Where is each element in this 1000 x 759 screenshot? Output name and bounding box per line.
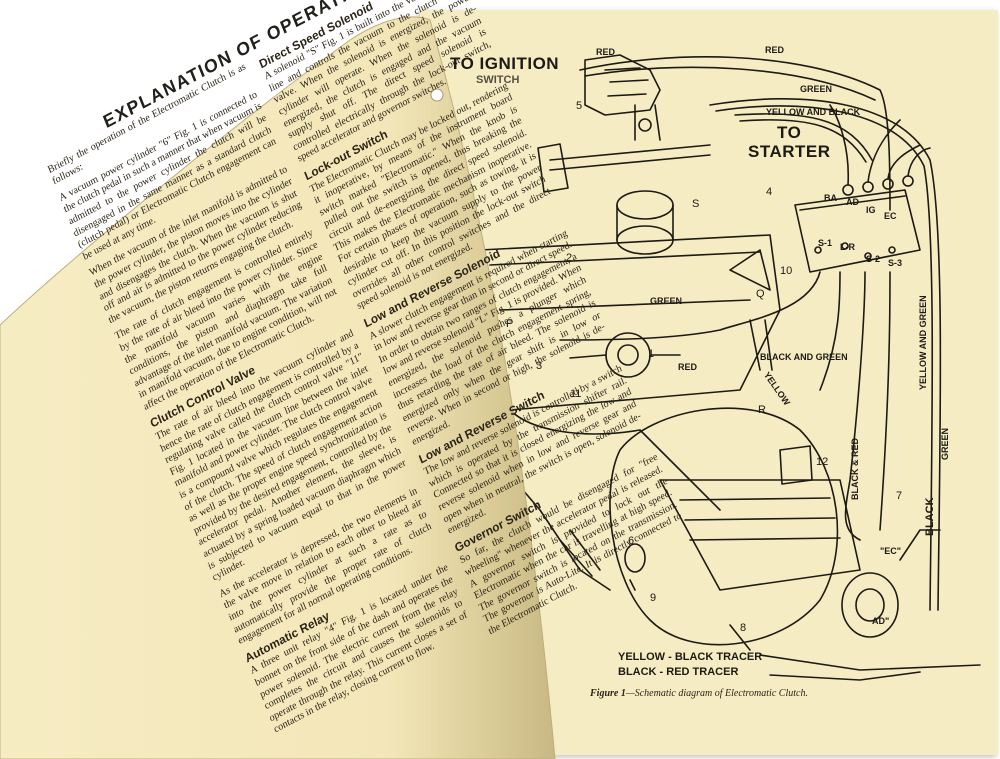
wire-label-black: BLACK bbox=[924, 497, 936, 537]
schematic-diagram bbox=[479, 54, 981, 681]
tracer-yellow-black: YELLOW - BLACK TRACER bbox=[618, 651, 763, 663]
wire-label-red-mid: RED bbox=[678, 362, 698, 372]
wire-label-black-green: BLACK AND GREEN bbox=[760, 352, 848, 362]
terminal-s2: S-2 bbox=[866, 254, 881, 264]
callout-12: 12 bbox=[816, 456, 829, 468]
callout-1: 1 bbox=[648, 348, 655, 360]
callout-r: R bbox=[758, 404, 766, 416]
ignition-switch-label: SWITCH bbox=[476, 74, 520, 86]
to-starter-label: TO bbox=[777, 123, 802, 142]
caption-figure-number: Figure 1 bbox=[590, 688, 626, 699]
callout-6: 6 bbox=[628, 535, 635, 547]
wire-label-yellow-green: YELLOW AND GREEN bbox=[918, 295, 928, 390]
terminal-s1: S-1 bbox=[818, 238, 833, 248]
callout-10: 10 bbox=[780, 265, 793, 277]
starter-label: STARTER bbox=[748, 142, 831, 161]
callout-8: 8 bbox=[740, 622, 747, 634]
wire-label-red-2: RED bbox=[765, 45, 785, 55]
terminal-ec: EC bbox=[884, 211, 897, 221]
callout-7: 7 bbox=[896, 490, 903, 502]
callout-9: 9 bbox=[650, 592, 657, 604]
callout-p: P bbox=[506, 318, 514, 330]
figure-caption: Figure 1—Schematic diagram of Electromat… bbox=[590, 688, 890, 699]
callout-2: 2 bbox=[566, 252, 573, 264]
caption-text: —Schematic diagram of Electromatic Clutc… bbox=[625, 688, 808, 699]
wire-label-green-right: GREEN bbox=[940, 427, 950, 460]
wire-label-green-top: GREEN bbox=[800, 84, 833, 94]
callout-4: 4 bbox=[766, 186, 773, 198]
callout-ec: "EC" bbox=[880, 546, 902, 556]
to-ignition-label: TO IGNITION bbox=[450, 54, 560, 73]
callout-q: Q bbox=[756, 288, 765, 300]
callout-s: S bbox=[692, 198, 700, 210]
terminal-ba: BA bbox=[824, 193, 837, 203]
left-page-shape bbox=[0, 16, 556, 759]
wire-label-red-1: RED bbox=[596, 47, 616, 57]
wire-label-green-mid: GREEN bbox=[650, 296, 683, 306]
terminal-s3: S-3 bbox=[888, 258, 903, 268]
terminal-ig: IG bbox=[866, 205, 876, 215]
terminal-ad: AD bbox=[846, 197, 859, 207]
wire-label-yellow-black: YELLOW AND BLACK bbox=[766, 107, 861, 117]
terminal-lr: L-R bbox=[840, 242, 855, 252]
wire-label-black-red: BLACK & RED bbox=[850, 438, 860, 500]
tracer-black-red: BLACK - RED TRACER bbox=[618, 666, 739, 678]
callout-5: 5 bbox=[576, 100, 583, 112]
left-page: EXPLANATION OF OPERATION Briefly the ope… bbox=[0, 0, 683, 759]
callout-ad: AD" bbox=[872, 616, 890, 626]
callout-11: 11 bbox=[570, 388, 582, 400]
callout-3: 3 bbox=[536, 360, 543, 372]
